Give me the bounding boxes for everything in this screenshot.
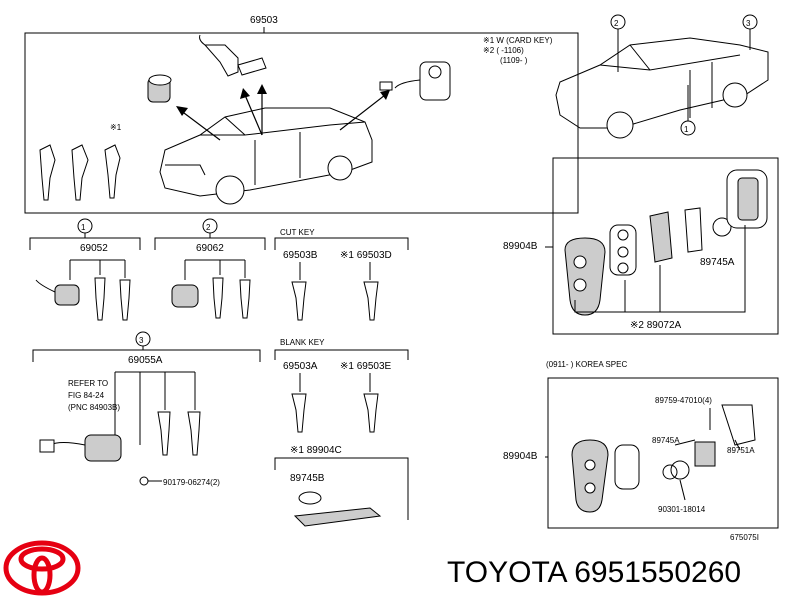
blank-key-part-a: 69503A [283, 361, 318, 372]
korea-remote-part: 89904B [503, 451, 538, 462]
card-key-section: ※1 89904C 89745B [274, 445, 409, 527]
note-card-key: ※1 W (CARD KEY) [483, 36, 553, 45]
group1-part-number: 69052 [80, 243, 108, 254]
car-illustration-callouts: 2 3 1 [555, 14, 769, 139]
cut-key-section: CUT KEY 69503B ※1 69503D [274, 228, 409, 321]
korea-spec-section: (0911- ) KOREA SPEC 89904B 89759-47010(4… [503, 360, 779, 529]
callout-1-top: 1 [684, 125, 689, 134]
korea-part-4: 90301-18014 [658, 505, 706, 514]
remote-case-part: ※2 89072A [630, 320, 682, 331]
group-3-section: 3 69055A REFER TO FIG 84-24 (PNC 84903B)… [32, 331, 261, 487]
keys-main [39, 144, 121, 201]
note-range-2: (1109- ) [500, 56, 528, 65]
callout-3-top: 3 [746, 19, 751, 28]
group-1-section: 1 69052 [29, 218, 141, 321]
callout-3: 3 [139, 336, 144, 345]
group3-part-number: 69055A [128, 355, 163, 366]
remote-part-number: 89904B [503, 241, 538, 252]
callout-1: 1 [81, 223, 86, 232]
korea-part-3: 89751A [727, 446, 755, 455]
lock-cylinder-part [147, 74, 172, 103]
cut-key-part-b: ※1 69503D [340, 250, 392, 261]
callout-2: 2 [206, 223, 211, 232]
blank-key-part-b: ※1 69503E [340, 361, 392, 372]
ignition-switch-part [199, 34, 267, 77]
group3-refer-line3: (PNC 84903B) [68, 403, 120, 412]
remote-battery-part: 89745A [700, 257, 735, 268]
toyota-logo [3, 540, 81, 596]
remote-box [552, 157, 779, 335]
main-assembly-section: 69503 ※1 W (CARD KEY) ※2 ( -1106) (1109-… [24, 15, 579, 214]
group3-refer-line2: FIG 84-24 [68, 391, 105, 400]
card-key-part: ※1 89904C [290, 445, 342, 456]
door-lock-part [379, 61, 451, 101]
blank-key-section: BLANK KEY 69503A ※1 69503E [274, 338, 409, 433]
star-note-keys: ※1 [110, 123, 122, 132]
korea-part-1: 89759-47010(4) [655, 396, 712, 405]
main-part-number: 69503 [250, 15, 278, 26]
group2-part-number: 69062 [196, 243, 224, 254]
korea-spec-header: (0911- ) KOREA SPEC [546, 360, 627, 369]
group3-refer-line1: REFER TO [68, 379, 108, 388]
korea-spec-box [547, 377, 779, 529]
note-range-1: ※2 ( -1106) [483, 46, 524, 55]
card-key-battery: 89745B [290, 473, 325, 484]
diagram-code: 675075I [730, 533, 759, 542]
group3-screw-part: 90179-06274(2) [163, 478, 220, 487]
blank-key-title: BLANK KEY [280, 338, 325, 347]
korea-part-2: 89745A [652, 436, 680, 445]
group-2-section: 2 69062 [154, 218, 266, 319]
callout-2-top: 2 [614, 19, 619, 28]
remote-section: 89904B 89745A ※2 89072A [503, 157, 779, 335]
main-assembly-box [24, 32, 579, 214]
brand-caption: TOYOTA 6951550260 [447, 556, 741, 589]
cut-key-title: CUT KEY [280, 228, 315, 237]
car-illustration-main [159, 107, 373, 205]
cut-key-part-a: 69503B [283, 250, 318, 261]
